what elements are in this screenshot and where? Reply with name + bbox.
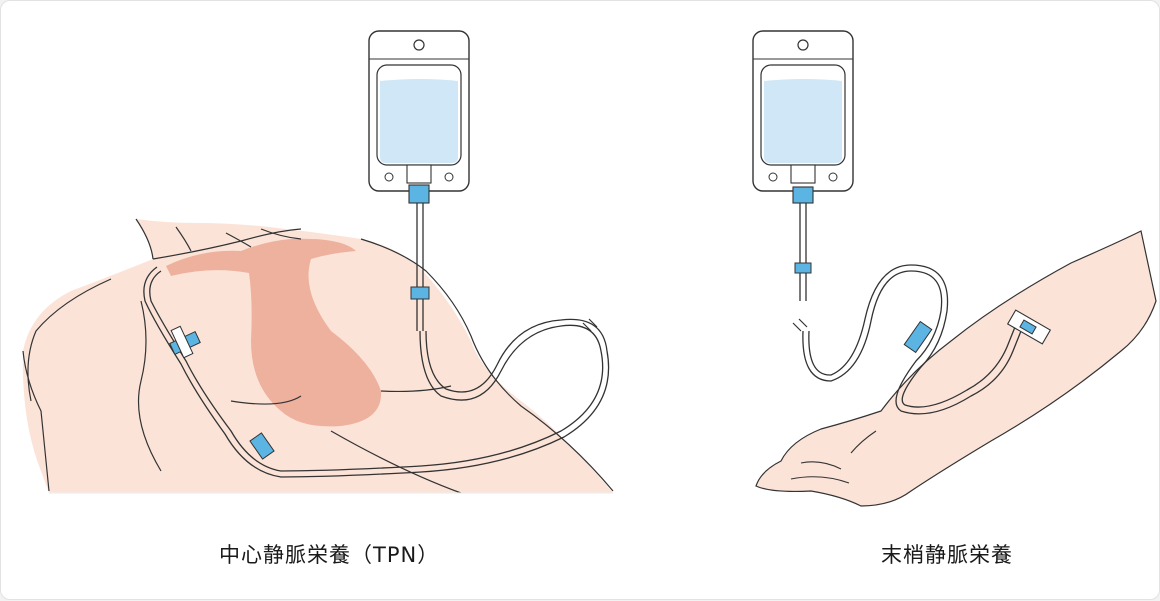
- tube-break-mark: [792, 318, 808, 332]
- central-venous-panel: 中心静脈栄養（TPN）: [1, 1, 641, 601]
- peripheral-venous-panel: 末梢静脈栄養: [701, 1, 1160, 601]
- tube-break-mark: [582, 318, 598, 332]
- organ-shadow: [166, 238, 382, 427]
- tube-clamp: [249, 432, 275, 460]
- peripheral-venous-illustration: [752, 30, 1157, 507]
- catheter-hub: [1006, 309, 1052, 345]
- infusion-tube: [799, 203, 1022, 415]
- central-venous-caption: 中心静脈栄養（TPN）: [219, 543, 440, 567]
- hand-outline: [790, 430, 877, 484]
- iv-bag-icon: [368, 30, 470, 204]
- peripheral-venous-caption: 末梢静脈栄養: [881, 543, 1013, 567]
- tube-connector: [410, 286, 430, 300]
- tube-connector: [794, 262, 812, 274]
- infusion-tube: [143, 203, 610, 478]
- tube-clamp: [903, 320, 933, 354]
- forearm-illustration: [755, 230, 1157, 507]
- iv-bag-icon: [752, 30, 854, 204]
- catheter-wing: [170, 325, 194, 359]
- central-venous-illustration: [22, 30, 614, 494]
